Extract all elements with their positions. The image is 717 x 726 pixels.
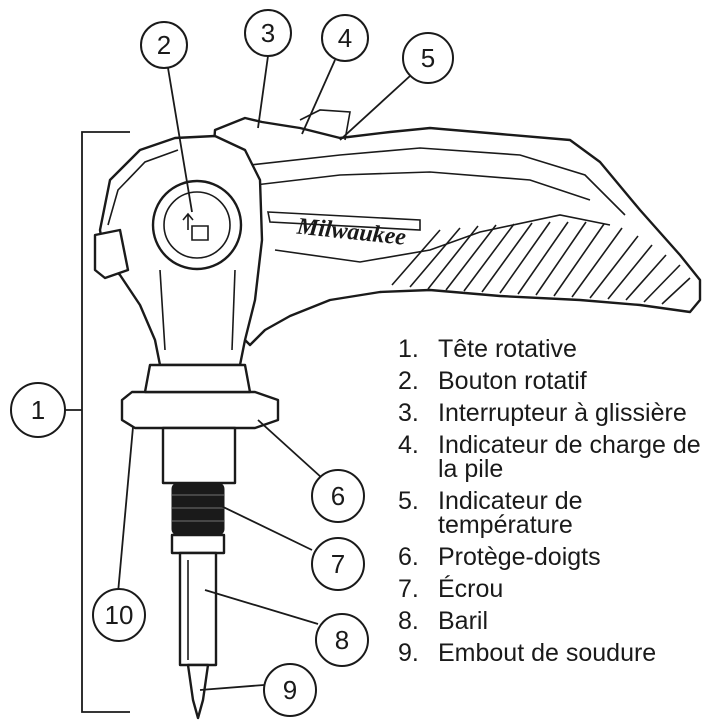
legend-label: Tête rotative: [438, 335, 577, 363]
legend-item: 6. Protège-doigts: [398, 543, 713, 571]
parts-legend: 1. Tête rotative 2. Bouton rotatif 3. In…: [398, 337, 713, 673]
legend-item: 7. Écrou: [398, 575, 713, 603]
legend-number: 4.: [398, 431, 419, 459]
callout-10: 10: [92, 588, 146, 642]
svg-text:4: 4: [338, 23, 352, 53]
legend-label: Embout de soudure: [438, 639, 657, 667]
legend-number: 6.: [398, 543, 419, 571]
svg-text:10: 10: [105, 600, 134, 630]
legend-item: 9. Embout de soudure: [398, 639, 713, 667]
legend-number: 7.: [398, 575, 419, 603]
legend-number: 8.: [398, 607, 419, 635]
legend-item: 4. Indicateur de charge de la pile: [398, 431, 713, 483]
legend-number: 2.: [398, 367, 419, 395]
svg-text:7: 7: [331, 549, 345, 579]
svg-text:3: 3: [261, 18, 275, 48]
legend-label: Bouton rotatif: [438, 367, 587, 395]
svg-text:1: 1: [31, 395, 45, 425]
legend-label: Protège-doigts: [438, 543, 601, 571]
callout-4: 4: [321, 14, 369, 62]
head-bracket: [81, 131, 130, 713]
legend-item: 3. Interrupteur à glissière: [398, 399, 713, 427]
finger-guard: [120, 390, 280, 430]
callout-9: 9: [263, 663, 317, 717]
svg-text:5: 5: [421, 43, 435, 73]
svg-text:8: 8: [335, 625, 349, 655]
legend-number: 3.: [398, 399, 419, 427]
svg-text:6: 6: [331, 481, 345, 511]
soldering-tip: [186, 663, 210, 720]
nut: [171, 482, 225, 536]
leader-lines: [65, 55, 411, 691]
legend-item: 5. Indicateur de température: [398, 487, 713, 539]
guard-collar: [143, 363, 252, 394]
rotating-head: [93, 134, 264, 367]
legend-label: Indicateur de charge de la pile: [438, 431, 701, 483]
callout-1: 1: [10, 382, 66, 438]
barrel-collar: [161, 426, 237, 485]
svg-text:2: 2: [157, 30, 171, 60]
svg-text:9: 9: [283, 675, 297, 705]
callout-7: 7: [311, 537, 365, 591]
legend-number: 9.: [398, 639, 419, 667]
callout-8: 8: [315, 613, 369, 667]
callout-5: 5: [402, 32, 454, 84]
tool-body: [208, 109, 702, 347]
barrel: [178, 551, 218, 667]
callout-3: 3: [244, 9, 292, 57]
callout-6: 6: [311, 469, 365, 523]
nut-base: [170, 533, 226, 555]
legend-label: Interrupteur à glissière: [438, 399, 687, 427]
handle-vents: [391, 221, 691, 305]
legend-label: Écrou: [438, 575, 504, 603]
legend-label: Baril: [438, 607, 489, 635]
legend-label: Indicateur de température: [438, 487, 583, 539]
legend-item: 1. Tête rotative: [398, 335, 713, 363]
legend-item: 8. Baril: [398, 607, 713, 635]
legend-number: 5.: [398, 487, 419, 515]
legend-item: 2. Bouton rotatif: [398, 367, 713, 395]
callout-2: 2: [140, 21, 188, 69]
legend-number: 1.: [398, 335, 419, 363]
